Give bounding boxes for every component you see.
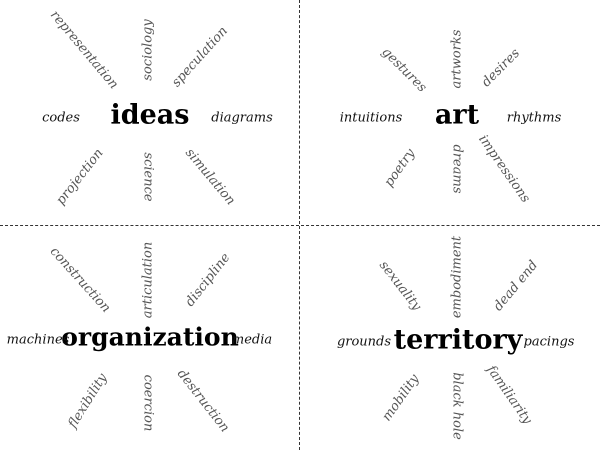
term-top-left: sexuality xyxy=(376,258,424,314)
term-top-right: discipline xyxy=(182,250,234,310)
term-top-left: representation xyxy=(46,7,122,93)
term-bottom-left: projection xyxy=(53,146,107,208)
quadrant-ideas: ideas representation sociology speculati… xyxy=(0,0,300,225)
term-left: machines xyxy=(6,332,70,348)
term-left: codes xyxy=(42,110,80,126)
term-top-left: gestures xyxy=(378,44,430,96)
term-right: media xyxy=(231,332,273,348)
quadrant-organization: organization construction articulation d… xyxy=(0,225,300,450)
term-bottom: dreams xyxy=(449,144,465,194)
term-top: articulation xyxy=(140,241,156,319)
term-bottom-left: poetry xyxy=(381,146,419,190)
center-term: organization xyxy=(61,322,239,352)
term-bottom: science xyxy=(140,152,156,202)
center-term: territory xyxy=(393,324,523,356)
term-left: grounds xyxy=(336,334,392,350)
term-top: embodiment xyxy=(449,235,465,319)
term-right: diagrams xyxy=(211,110,273,126)
term-bottom: black hole xyxy=(449,372,465,440)
term-top: sociology xyxy=(140,19,156,81)
term-top-right: speculation xyxy=(169,23,231,91)
term-top: artworks xyxy=(449,29,465,89)
term-bottom-left: flexibility xyxy=(65,371,111,431)
term-right: rhythms xyxy=(506,110,562,126)
term-top-left: construction xyxy=(46,244,114,316)
term-bottom-right: destruction xyxy=(173,366,233,436)
horizontal-divider xyxy=(0,225,600,226)
term-bottom-right: simulation xyxy=(182,145,238,209)
quadrant-art: art gestures artworks desires intuitions… xyxy=(300,0,600,225)
term-top-right: desires xyxy=(478,45,524,91)
term-bottom-left: mobility xyxy=(379,371,423,425)
term-bottom-right: impressions xyxy=(475,132,533,206)
center-term: art xyxy=(434,99,480,131)
term-bottom-right: familiarity xyxy=(483,362,535,428)
term-top-right: dead end xyxy=(490,257,542,315)
term-right: pacings xyxy=(523,334,575,350)
center-term: ideas xyxy=(110,99,190,131)
term-left: intuitions xyxy=(339,110,403,126)
quadrant-territory: territory sexuality embodiment dead end … xyxy=(300,225,600,450)
term-bottom: coercion xyxy=(140,374,156,432)
